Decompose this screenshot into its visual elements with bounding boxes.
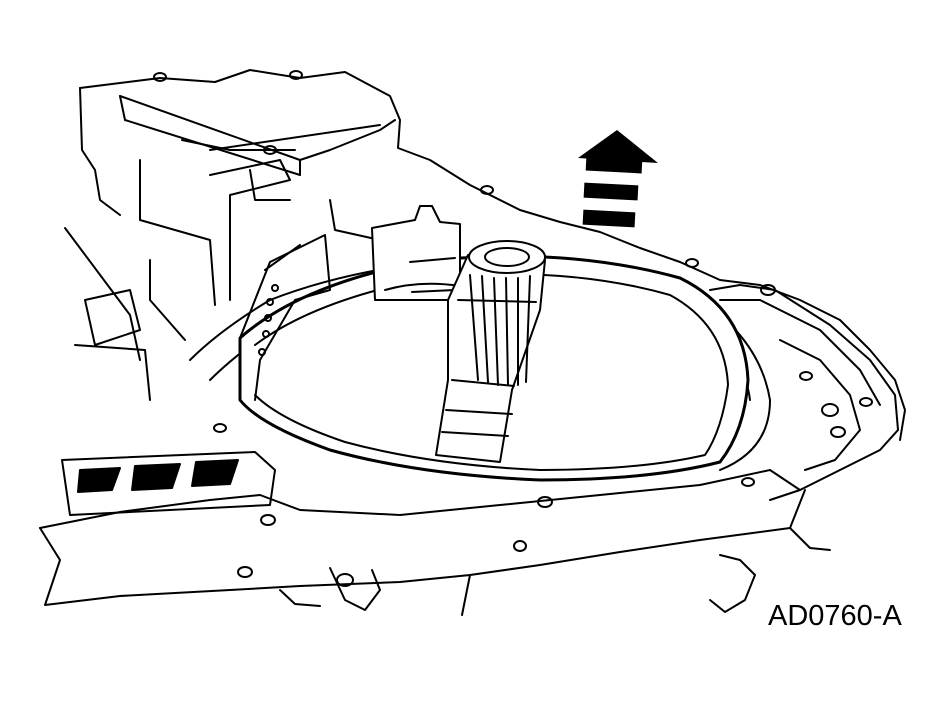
input-shaft bbox=[435, 240, 546, 463]
removal-direction-arrow bbox=[578, 130, 658, 228]
transmission-case bbox=[39, 69, 906, 616]
figure-reference-id: AD0760-A bbox=[768, 600, 902, 632]
valve-body-pockets bbox=[61, 451, 276, 516]
